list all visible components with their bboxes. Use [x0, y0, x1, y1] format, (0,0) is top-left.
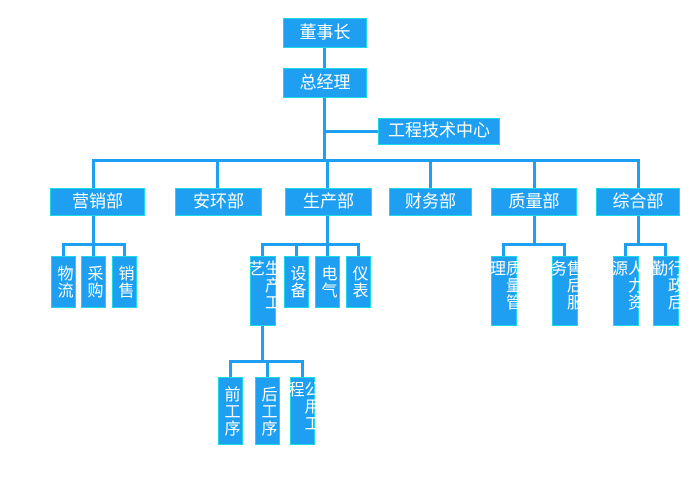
connector-drop-front-process — [229, 360, 232, 377]
connector-to-engineering-tech-center — [323, 130, 379, 133]
node-general-affairs-dept[interactable]: 综合部 — [596, 188, 680, 216]
connector-general-affairs-bus — [624, 243, 667, 246]
node-quality-management[interactable]: 质量管理 — [487, 256, 522, 326]
connector-drop-human-resources — [624, 243, 627, 256]
connector-general-affairs-stem — [637, 216, 640, 243]
node-public-works[interactable]: 公用工程 — [286, 377, 321, 445]
connector-quality-bus — [502, 243, 566, 246]
node-production-dept[interactable]: 生产部 — [285, 188, 372, 216]
node-logistics[interactable]: 物流 — [51, 256, 76, 308]
connector-drop-general-affairs — [637, 159, 640, 189]
node-back-process[interactable]: 后工序 — [255, 377, 280, 445]
connector-drop-instrumentation — [357, 243, 360, 256]
node-purchasing[interactable]: 采购 — [81, 256, 106, 308]
connector-general-manager-trunk — [323, 98, 326, 161]
node-after-sales-service[interactable]: 售后服务 — [548, 256, 583, 326]
connector-quality-stem — [533, 216, 536, 243]
connector-drop-sales — [123, 243, 126, 256]
connector-marketing-stem — [92, 216, 95, 243]
node-general-manager[interactable]: 总经理 — [283, 68, 367, 98]
connector-drop-safety-env — [216, 159, 219, 189]
connector-production-stem — [326, 216, 329, 243]
connector-drop-production — [326, 159, 329, 189]
connector-drop-back-process — [266, 360, 269, 377]
node-quality-dept[interactable]: 质量部 — [491, 188, 577, 216]
connector-chairman-to-general-manager — [323, 48, 326, 68]
connector-production-process-stem — [261, 326, 264, 360]
connector-drop-production-process — [261, 243, 264, 256]
connector-drop-marketing — [92, 159, 95, 189]
node-administration-logistics[interactable]: 行政后勤 — [649, 256, 684, 326]
connector-drop-equipment — [295, 243, 298, 256]
node-marketing-dept[interactable]: 营销部 — [50, 188, 145, 216]
node-electrical[interactable]: 电气 — [315, 256, 340, 308]
connector-drop-finance — [429, 159, 432, 189]
connector-drop-electrical — [326, 243, 329, 256]
connector-drop-administration-logistics — [664, 243, 667, 256]
connector-production-bus — [261, 243, 360, 246]
node-human-resources[interactable]: 人力资源 — [609, 256, 644, 326]
connector-department-bus — [92, 159, 640, 162]
connector-drop-public-works — [301, 360, 304, 377]
node-safety-env-dept[interactable]: 安环部 — [175, 188, 262, 216]
connector-drop-logistics — [62, 243, 65, 256]
node-chairman[interactable]: 董事长 — [283, 18, 367, 48]
node-instrumentation[interactable]: 仪表 — [346, 256, 371, 308]
connector-drop-after-sales-service — [563, 243, 566, 256]
node-production-process[interactable]: 生产工艺 — [246, 256, 281, 326]
node-engineering-tech-center[interactable]: 工程技术中心 — [378, 118, 500, 145]
connector-drop-purchasing — [92, 243, 95, 256]
node-equipment[interactable]: 设备 — [284, 256, 309, 308]
node-front-process[interactable]: 前工序 — [218, 377, 243, 445]
node-finance-dept[interactable]: 财务部 — [389, 188, 472, 216]
connector-drop-quality-management — [502, 243, 505, 256]
connector-drop-quality — [533, 159, 536, 189]
node-sales[interactable]: 销售 — [112, 256, 137, 308]
